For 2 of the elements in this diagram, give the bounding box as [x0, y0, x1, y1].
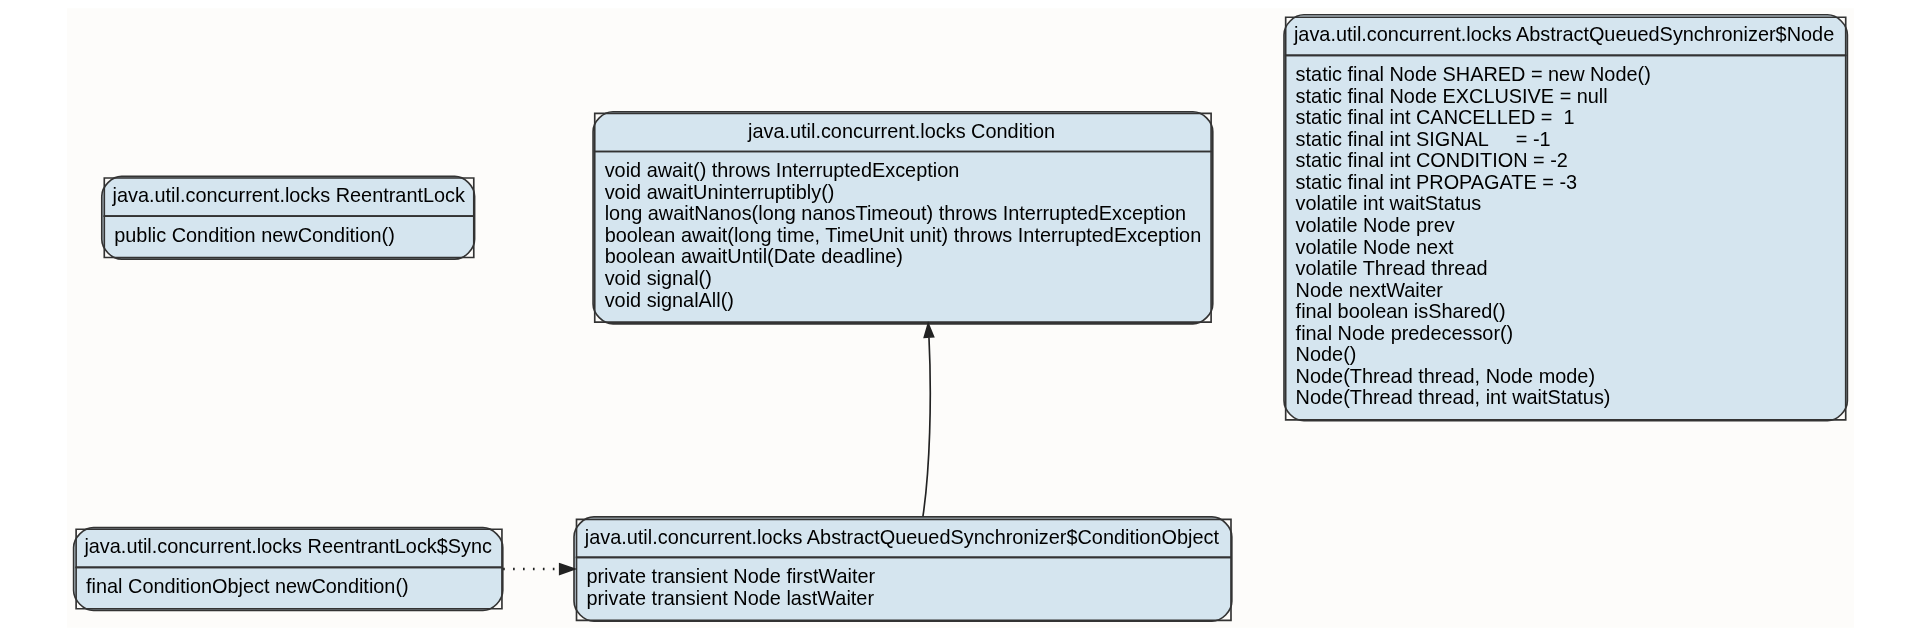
arrow — [921, 321, 935, 518]
arrow — [502, 562, 577, 576]
